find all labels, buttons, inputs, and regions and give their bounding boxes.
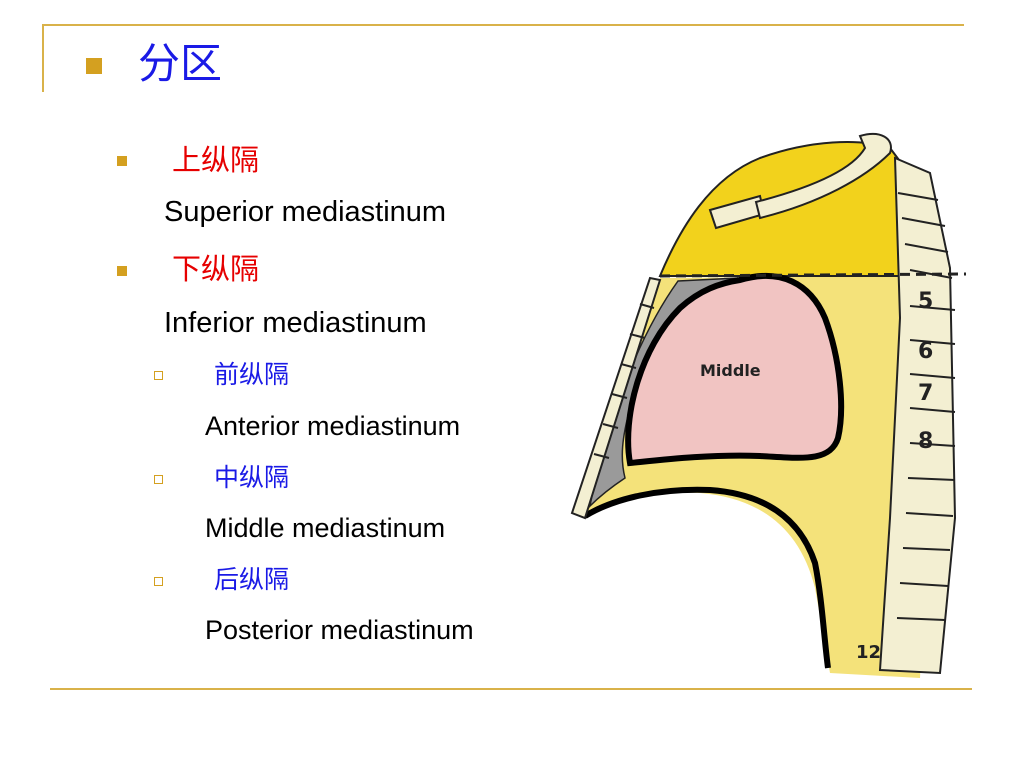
vertebra-label: 6	[918, 339, 933, 364]
diaphragm-line	[583, 486, 831, 669]
vertebra-label: 8	[918, 429, 933, 454]
boundary-dashed-line	[659, 272, 966, 278]
bullet-hollow-square-icon	[154, 475, 163, 484]
slide-title: 分区	[138, 39, 223, 88]
bullet-square-icon	[117, 266, 127, 276]
vertebra-label: 5	[918, 289, 933, 314]
anterior-en-label: Anterior mediastinum	[205, 411, 461, 441]
sternum	[570, 276, 662, 520]
middle-region	[625, 273, 845, 467]
posterior-cn-label: 后纵隔	[214, 565, 290, 594]
mediastinum-diagram: Middle 5 6 7 8 12	[570, 133, 966, 678]
middle-region-label: Middle	[700, 361, 761, 380]
bullet-hollow-square-icon	[154, 577, 163, 586]
vertebral-column	[878, 156, 957, 675]
anterior-cn-label: 前纵隔	[214, 360, 290, 389]
left-rule	[42, 24, 44, 92]
bullet-square-icon	[117, 156, 127, 166]
inferior-en-label: Inferior mediastinum	[164, 307, 427, 339]
superior-cn-label: 上纵隔	[172, 143, 260, 177]
superior-en-label: Superior mediastinum	[164, 196, 447, 228]
bottom-rule	[50, 688, 972, 690]
top-rule	[42, 24, 964, 26]
middle-cn-label: 中纵隔	[214, 463, 290, 492]
middle-en-label: Middle mediastinum	[205, 513, 446, 543]
vertebra-label: 12	[856, 642, 881, 663]
first-rib	[754, 133, 892, 220]
posterior-en-label: Posterior mediastinum	[205, 615, 474, 645]
inferior-cn-label: 下纵隔	[172, 252, 260, 286]
vertebra-label: 7	[918, 381, 933, 406]
title-bullet-icon	[86, 58, 102, 74]
bullet-hollow-square-icon	[154, 371, 163, 380]
